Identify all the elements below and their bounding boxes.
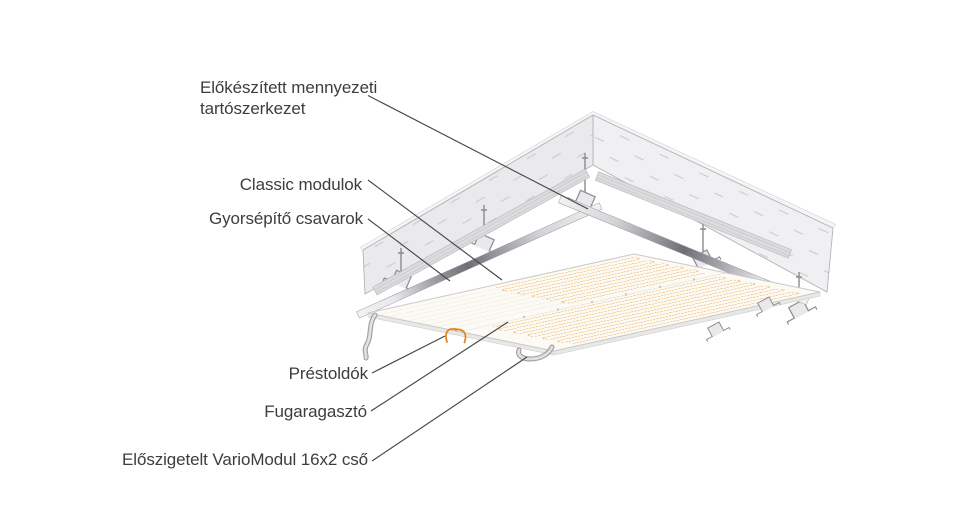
furring-channel-right [594, 171, 792, 259]
pipe-loops-orange-front [492, 276, 800, 344]
label-press-couplings: Préstoldók [288, 364, 368, 383]
press-coupling [445, 328, 467, 344]
label-support-line2: tartószerkezet [200, 99, 306, 118]
insulated-pipe-left [362, 312, 378, 361]
label-insulated-pipe: Előszigetelt VarioModul 16x2 cső [122, 450, 368, 469]
pipe-loops-orange-back [496, 257, 705, 304]
leader-lines [367, 94, 589, 462]
slab-outline [362, 114, 834, 295]
leader-press-couplings [371, 335, 446, 374]
bracket-foot [701, 318, 731, 343]
leader-joint-adhesive [370, 321, 509, 412]
insulated-pipe-front [516, 344, 555, 362]
leader-classic-modules [367, 179, 503, 281]
label-quick-screws: Gyorsépítő csavarok [209, 209, 363, 228]
leader-quick-screws [367, 218, 451, 282]
classic-module-panel [367, 253, 821, 356]
label-joint-adhesive: Fugaragasztó [264, 402, 367, 421]
label-classic-modules: Classic modulok [239, 175, 362, 194]
panel-underside [367, 253, 821, 352]
leader-insulated-pipe [371, 356, 528, 462]
label-support-structure: Előkészített mennyezeti tartószerkezet [200, 77, 377, 119]
slab-left-face-texture [363, 115, 593, 294]
leader-support [367, 94, 589, 210]
label-support-line1: Előkészített mennyezeti [200, 78, 378, 97]
